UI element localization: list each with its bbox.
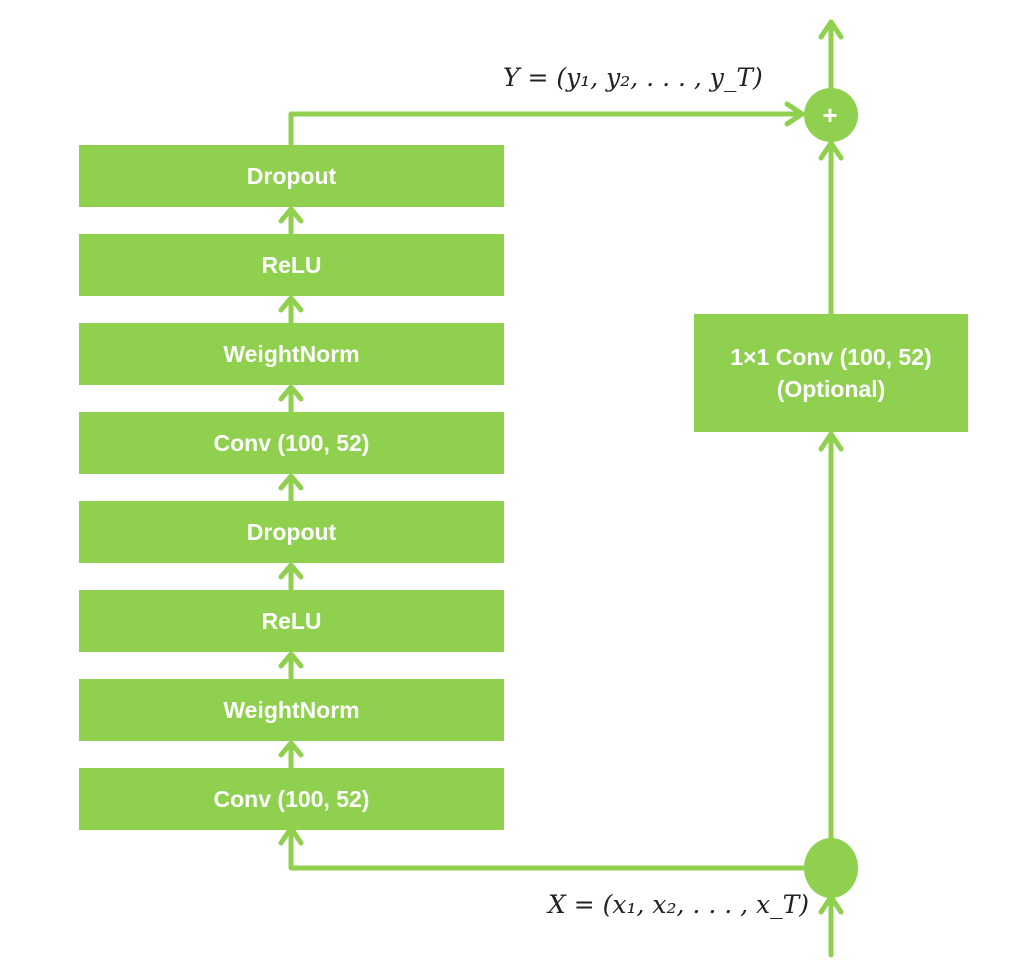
block-label: Conv (100, 52): [213, 429, 370, 456]
sum-entry-arrowhead-left: [784, 101, 805, 127]
stack-block-conv-top: Conv (100, 52): [79, 412, 504, 474]
split-node: [804, 838, 858, 898]
block-label: WeightNorm: [223, 696, 360, 723]
block-label: Dropout: [246, 162, 337, 189]
skip-optional-label: (Optional): [776, 376, 886, 402]
stack-block-conv-bottom: Conv (100, 52): [79, 768, 504, 830]
block-label: ReLU: [261, 251, 322, 278]
stack-block-relu-top: ReLU: [79, 234, 504, 296]
stack-arrows: [278, 206, 304, 770]
skip-conv-label: 1×1 Conv (100, 52): [730, 344, 932, 370]
block-label: WeightNorm: [223, 340, 360, 367]
stack-block-dropout-bottom: Dropout: [79, 501, 504, 563]
block-label: ReLU: [261, 607, 322, 634]
split-to-stack-line: [288, 829, 808, 871]
input-sequence-label: X = (x₁, x₂, . . . , x_T): [548, 890, 810, 919]
stack-block-weightnorm-top: WeightNorm: [79, 323, 504, 385]
skip-conv-block: 1×1 Conv (100, 52) (Optional): [694, 314, 968, 432]
block-label: Dropout: [246, 518, 337, 545]
sum-entry-arrowhead-bottom: [818, 140, 844, 161]
output-sequence-label: Y = (y₁, y₂, . . . , y_T): [503, 63, 763, 92]
stack-block-weightnorm-bottom: WeightNorm: [79, 679, 504, 741]
block-label: Conv (100, 52): [213, 785, 370, 812]
skip-entry-arrowhead: [818, 431, 844, 452]
stack-block-relu-bottom: ReLU: [79, 590, 504, 652]
stack-block-dropout-top: Dropout: [79, 145, 504, 207]
sum-plus-icon: +: [822, 99, 838, 130]
sum-node: [804, 88, 858, 142]
stack-to-sum-line: [288, 111, 803, 147]
output-arrowhead: [818, 19, 844, 40]
